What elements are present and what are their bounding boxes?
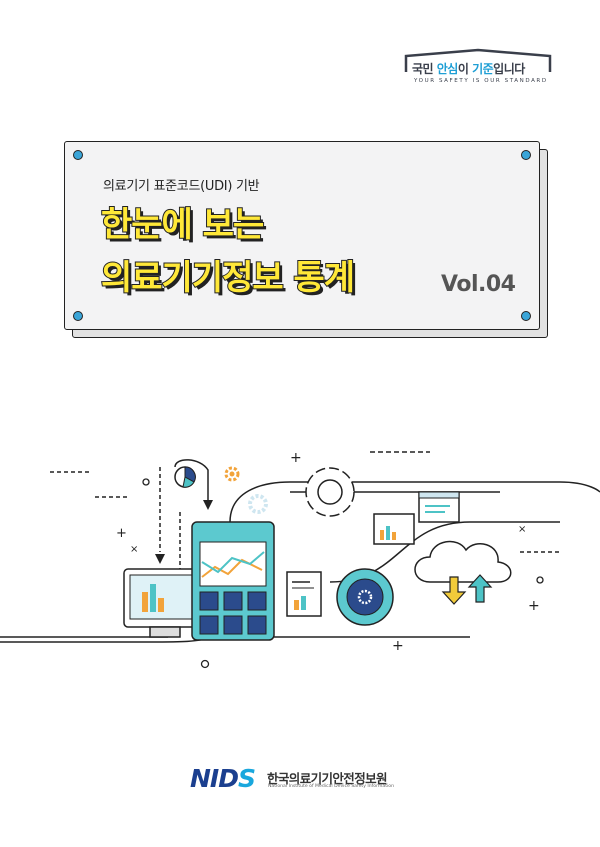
slogan-text: 국민 안심이 기준입니다 — [412, 62, 525, 76]
svg-text:+: + — [116, 526, 127, 541]
svg-text:+: + — [392, 638, 404, 654]
browser-window-icon — [418, 491, 460, 523]
slogan-badge: 국민 안심이 기준입니다 YOUR SAFETY IS OUR STANDARD — [403, 48, 553, 88]
title-card: 의료기기 표준코드(UDI) 기반 한눈에 보는 의료기기정보 통계 Vol.0… — [64, 141, 548, 338]
data-network-illustration: + + × × + + — [0, 450, 600, 669]
tablet-icon — [191, 521, 275, 641]
big-gear-icon — [305, 467, 355, 517]
corner-dot — [521, 150, 531, 160]
cloud-icon — [414, 540, 512, 583]
light-gear-icon — [248, 494, 268, 514]
svg-text:×: × — [518, 524, 526, 535]
cover-title-line2: 의료기기정보 통계 — [100, 257, 356, 299]
settings-disc-icon — [336, 568, 394, 626]
svg-text:+: + — [290, 450, 302, 466]
download-arrow-icon — [441, 576, 467, 605]
cover-subtitle: 의료기기 표준코드(UDI) 기반 — [103, 179, 260, 194]
slogan-subtext: YOUR SAFETY IS OUR STANDARD — [414, 78, 548, 84]
pie-chart-icon — [174, 466, 196, 488]
house-outline-icon — [404, 48, 552, 72]
svg-text:×: × — [130, 544, 138, 555]
document-icon — [286, 571, 322, 617]
org-name: 한국의료기기안전정보원 — [267, 771, 388, 786]
cover-title-line1: 한눈에 보는 — [100, 204, 265, 246]
org-logo: NIDS 한국의료기기안전정보원 National Institute of M… — [190, 764, 420, 794]
svg-text:+: + — [528, 598, 540, 614]
nids-wordmark: NIDS — [190, 764, 256, 793]
corner-dot — [521, 311, 531, 321]
corner-dot — [73, 150, 83, 160]
corner-dot — [73, 311, 83, 321]
title-card-panel: 의료기기 표준코드(UDI) 기반 한눈에 보는 의료기기정보 통계 Vol.0… — [64, 141, 540, 330]
small-gear-icon — [224, 466, 240, 482]
upload-arrow-icon — [467, 574, 493, 603]
org-name-en: National Institute of Medical Device Saf… — [268, 784, 395, 789]
monitor-icon — [123, 568, 207, 638]
volume-label: Vol.04 — [441, 272, 516, 297]
chart-window-icon — [373, 513, 415, 545]
